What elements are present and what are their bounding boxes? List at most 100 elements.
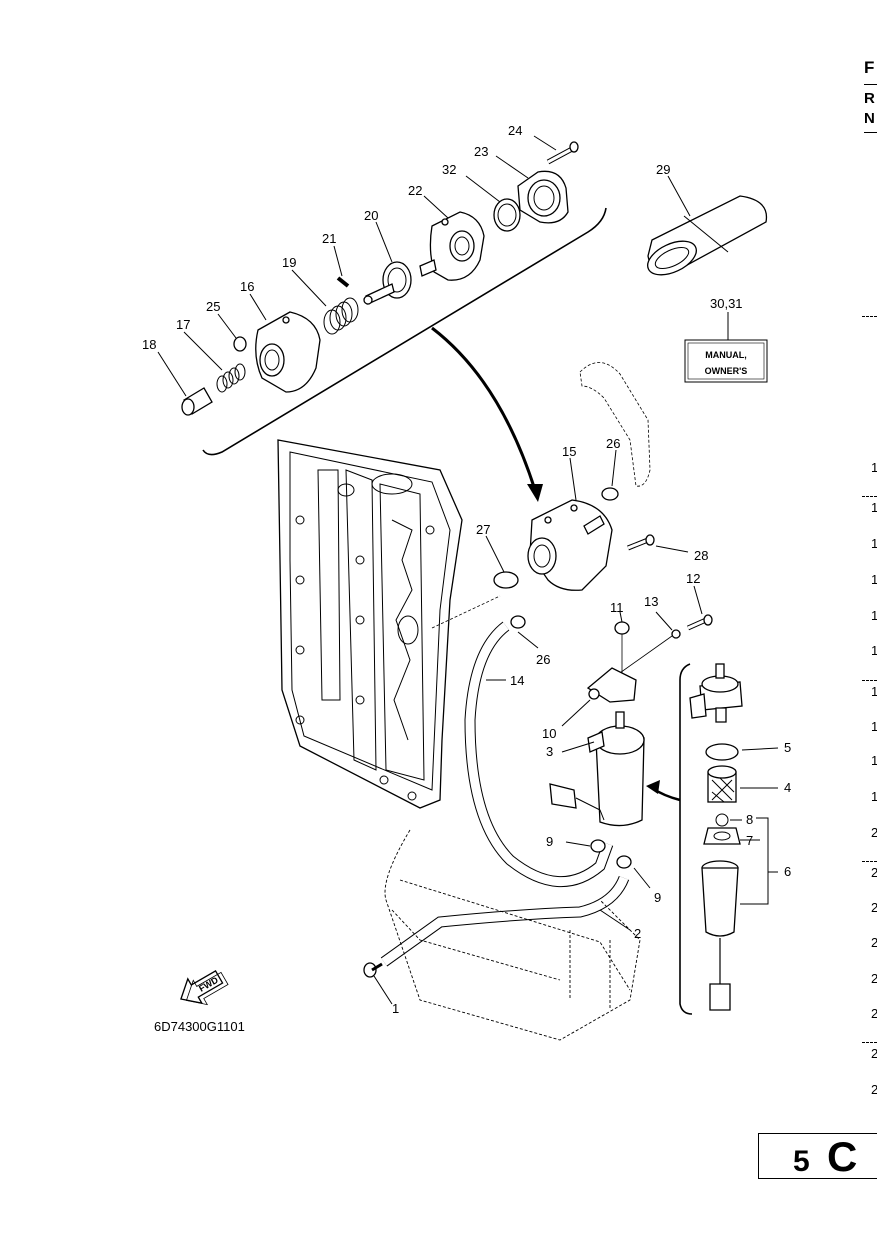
- callout-18: 18: [142, 337, 156, 352]
- cylinder-head: [277, 439, 463, 809]
- part-26-clip-lower: [510, 615, 526, 629]
- detail-arrow: [431, 326, 537, 491]
- part-17-spring: [216, 363, 246, 393]
- header-letter-r: R: [864, 90, 875, 107]
- side-number: 2: [871, 1046, 877, 1061]
- leader-lines: [157, 135, 779, 1005]
- part-30-31-manual: MANUAL, OWNER'S: [684, 339, 768, 383]
- part-24-screw: [546, 141, 579, 165]
- part-15-fuel-pump: [527, 499, 613, 591]
- side-number: 1: [871, 608, 877, 623]
- part-8-clip: [715, 813, 729, 827]
- part-22-body: [419, 211, 485, 281]
- sensor-connector: [549, 783, 605, 821]
- callouts: 24 23 32 22 20 21 19 16 25 17 18 29 30,3…: [142, 123, 791, 1016]
- callout-17: 17: [176, 317, 190, 332]
- part-3-filter-housing: [587, 711, 645, 827]
- fwd-arrow: FWD: [180, 970, 229, 1006]
- detail-boundary-upper: [202, 207, 607, 456]
- callout-8: 8: [746, 812, 753, 827]
- part-29-sleeve: [647, 195, 768, 276]
- callout-5: 5: [784, 740, 791, 755]
- callout-4: 4: [784, 780, 791, 795]
- callout-14: 14: [510, 673, 524, 688]
- callout-7: 7: [746, 833, 753, 848]
- side-rule: [862, 680, 877, 681]
- part-4-filter-element: [707, 765, 737, 803]
- part-18-plunger: [181, 387, 213, 416]
- callout-6: 6: [784, 864, 791, 879]
- part-10-bracket: [586, 667, 637, 703]
- part-9-clamp-upper: [590, 839, 606, 853]
- callout-22: 22: [408, 183, 422, 198]
- side-number: 1: [871, 536, 877, 551]
- part-28-bolt: [627, 534, 655, 551]
- side-number: 1: [871, 500, 877, 515]
- callout-19: 19: [282, 255, 296, 270]
- callout-21: 21: [322, 231, 336, 246]
- diagram-code: 6D74300G1101: [154, 1019, 245, 1034]
- detail-boundary-right: [679, 663, 693, 1015]
- part-23-cover: [517, 170, 569, 224]
- callout-24: 24: [508, 123, 522, 138]
- part-6-bracket: [740, 817, 769, 905]
- callout-2: 2: [634, 926, 641, 941]
- part-13-washer: [671, 629, 681, 639]
- side-rule: [862, 496, 877, 497]
- callout-26-upper: 26: [606, 436, 620, 451]
- callout-15: 15: [562, 444, 576, 459]
- part-26-clip-upper: [601, 487, 619, 501]
- page-tag-letter: C: [827, 1133, 857, 1180]
- callout-10: 10: [542, 726, 556, 741]
- side-number: 2: [871, 1006, 877, 1021]
- manual-label-line2: OWNER'S: [705, 366, 748, 376]
- callout-9-upper: 9: [546, 834, 553, 849]
- side-number: 1: [871, 460, 877, 475]
- part-20-valve: [363, 261, 412, 305]
- callout-25: 25: [206, 299, 220, 314]
- callout-29: 29: [656, 162, 670, 177]
- callout-20: 20: [364, 208, 378, 223]
- part-11-nut: [614, 621, 630, 635]
- side-number: 2: [871, 900, 877, 915]
- callout-3: 3: [546, 744, 553, 759]
- callout-23: 23: [474, 144, 488, 159]
- part-1-screw: [363, 962, 383, 978]
- side-number: 1: [871, 719, 877, 734]
- part-25-nut: [233, 336, 247, 352]
- part-9-clamp-lower: [616, 855, 632, 869]
- callout-28: 28: [694, 548, 708, 563]
- bottom-cowling: [384, 829, 641, 1041]
- reference-hose: [579, 362, 651, 487]
- callout-27: 27: [476, 522, 490, 537]
- part-12-bolt: [686, 614, 713, 631]
- side-number: 1: [871, 572, 877, 587]
- side-number: 2: [871, 935, 877, 950]
- side-rule: [862, 316, 877, 317]
- side-number: 2: [871, 971, 877, 986]
- part-16-housing: [255, 311, 321, 393]
- header-letter-n: N: [864, 110, 875, 127]
- callout-12: 12: [686, 571, 700, 586]
- part-5-oring: [705, 743, 739, 761]
- side-rule: [862, 1042, 877, 1043]
- part-32-diaphragm: [493, 198, 521, 232]
- header-rule-2: [864, 132, 877, 133]
- callout-9-lower: 9: [654, 890, 661, 905]
- side-number: 1: [871, 643, 877, 658]
- detail-arrowhead: [527, 484, 543, 502]
- side-number: 1: [871, 684, 877, 699]
- callout-1: 1: [392, 1001, 399, 1016]
- side-number: 2: [871, 825, 877, 840]
- callout-13: 13: [644, 594, 658, 609]
- part-21-pin: [336, 276, 350, 288]
- pump-mount-leader: [431, 595, 501, 629]
- callout-11: 11: [610, 600, 624, 615]
- callout-30-31: 30,31: [710, 296, 743, 311]
- callout-32: 32: [442, 162, 456, 177]
- part-7-nut: [703, 827, 741, 845]
- header-letter-f: F: [864, 58, 875, 77]
- side-number: 1: [871, 789, 877, 804]
